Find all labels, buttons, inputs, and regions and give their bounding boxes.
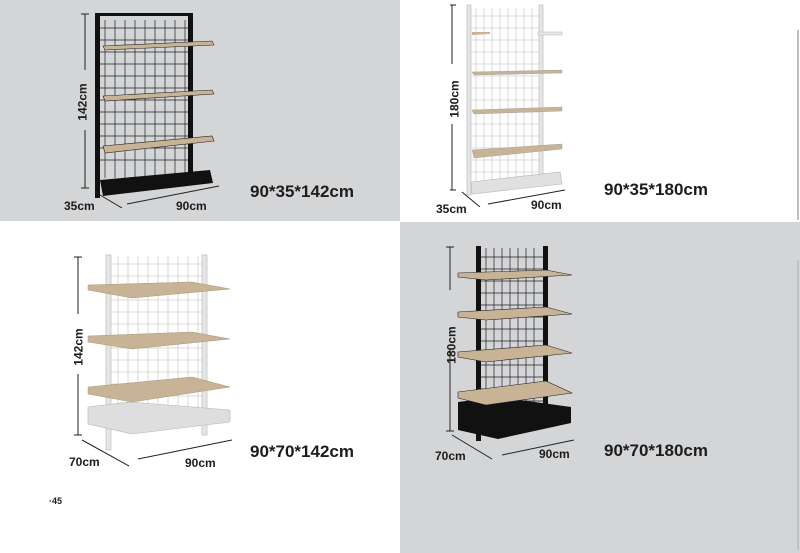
height-label-d: 180cm	[444, 326, 459, 364]
depth-label-d: 70cm	[435, 449, 466, 463]
shelf-rack-image-c	[74, 254, 233, 467]
right-edge-line	[797, 260, 799, 550]
height-label-b: 180cm	[447, 80, 462, 118]
depth-label-b: 35cm	[436, 202, 467, 216]
right-edge-line	[797, 30, 799, 220]
width-label-a: 90cm	[176, 199, 207, 213]
spec-label-d: 90*70*180cm	[604, 441, 708, 460]
height-label-c: 142cm	[71, 328, 86, 366]
shelf-rack-image-b	[450, 4, 566, 207]
width-label-d: 90cm	[539, 447, 570, 461]
panel-top-right	[400, 0, 800, 221]
width-label-b: 90cm	[531, 198, 562, 212]
spec-label-c: 90*70*142cm	[250, 442, 354, 461]
shelf-rack-image-d	[446, 246, 575, 460]
height-label-a: 142cm	[75, 83, 90, 121]
spec-label-b: 90*35*180cm	[604, 180, 708, 199]
shelf-rack-image-a	[81, 13, 220, 208]
depth-label-a: 35cm	[64, 199, 95, 213]
page-number: ·45	[49, 496, 63, 506]
spec-label-a: 90*35*142cm	[250, 182, 354, 201]
width-label-c: 90cm	[185, 456, 216, 470]
depth-label-c: 70cm	[69, 455, 100, 469]
